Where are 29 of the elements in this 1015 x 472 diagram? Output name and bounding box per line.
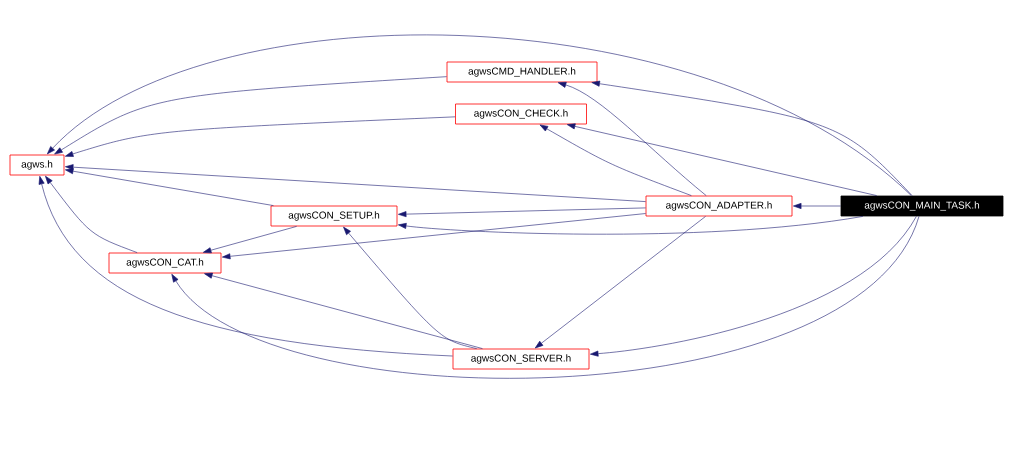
file-box: agwsCON_CAT.h	[108, 252, 222, 274]
file-box: agwsCON_MAIN_TASK.h	[840, 195, 1004, 217]
arrow	[557, 82, 707, 196]
file-box: agwsCON_SETUP.h	[270, 205, 398, 227]
arrow	[793, 203, 841, 209]
arrow	[566, 123, 877, 196]
arrow	[590, 216, 917, 357]
arrow	[204, 272, 483, 349]
arrow	[65, 164, 646, 202]
arrow	[539, 124, 692, 196]
file-box: agwsCMD_HANDLER.h	[446, 61, 598, 83]
arrow	[398, 216, 864, 235]
file-box: agwsCON_ADAPTER.h	[645, 195, 793, 217]
arrow	[54, 76, 447, 155]
arrow	[47, 35, 912, 196]
arrow	[222, 213, 646, 260]
arrow	[398, 207, 646, 218]
arrow	[38, 176, 453, 357]
file-box: agwsCON_SERVER.h	[452, 348, 590, 370]
arrow	[591, 80, 913, 196]
arrow	[45, 175, 138, 253]
arrow	[65, 116, 456, 157]
file-box: agwsCON_CHECK.h	[455, 103, 587, 125]
file-box: agws.h	[9, 154, 65, 176]
arrow	[203, 226, 297, 254]
arrow	[65, 168, 274, 206]
arrow	[343, 226, 477, 349]
arrow	[534, 216, 706, 349]
arrow	[171, 216, 920, 378]
